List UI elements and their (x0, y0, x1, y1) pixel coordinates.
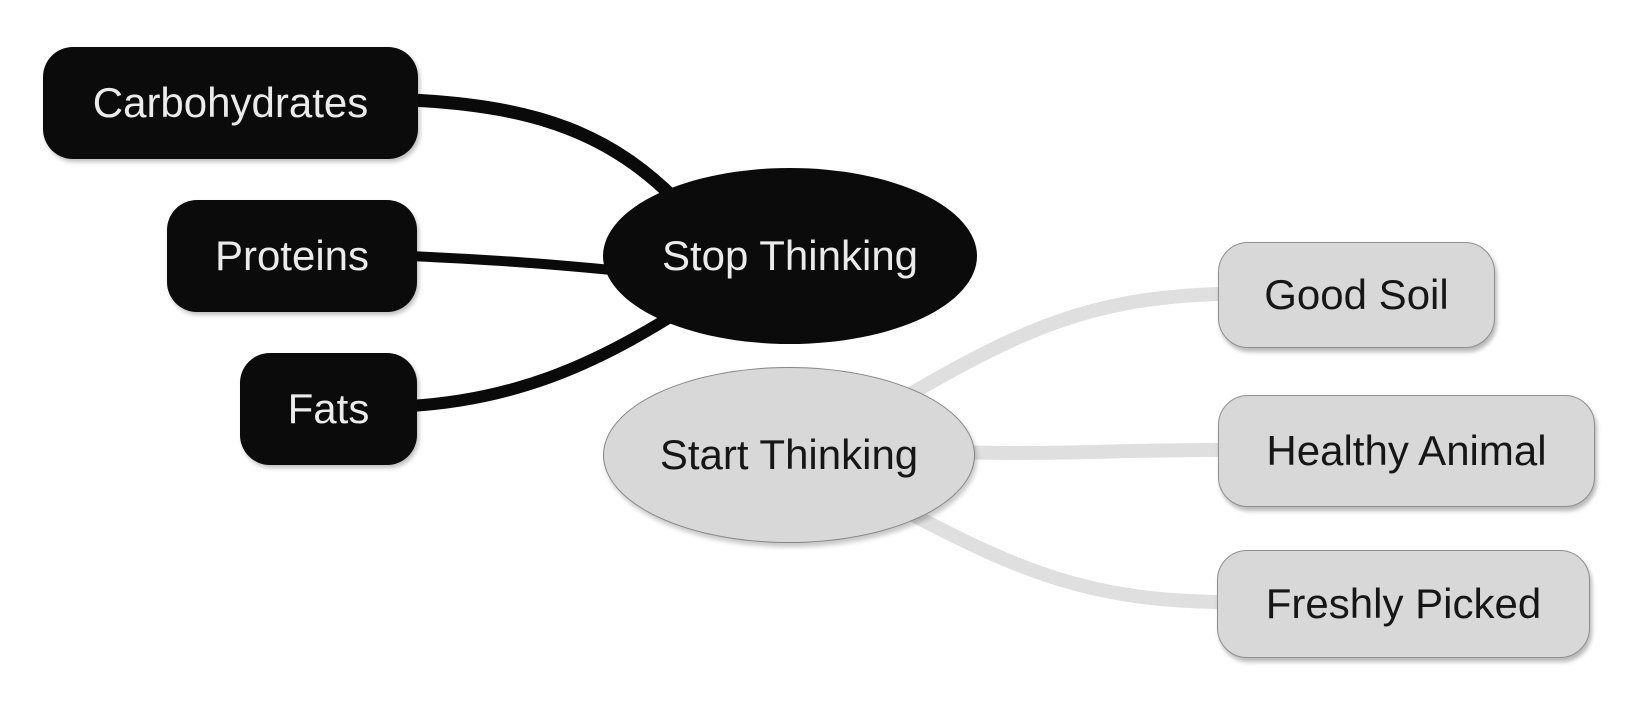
node-freshly-picked-label: Freshly Picked (1265, 580, 1542, 627)
node-proteins[interactable]: Proteins (167, 200, 417, 312)
node-proteins-label: Proteins (214, 232, 370, 279)
node-fats-label: Fats (287, 385, 370, 432)
node-carbohydrates[interactable]: Carbohydrates (43, 47, 418, 159)
node-start-thinking-label: Start Thinking (659, 431, 919, 478)
node-freshly-picked[interactable]: Freshly Picked (1217, 550, 1590, 658)
connector-start-thinking-healthy-animal (943, 443, 1225, 460)
connector-start-thinking-freshly-picked (893, 501, 1225, 609)
connector-proteins-stop-thinking (405, 251, 637, 277)
node-good-soil[interactable]: Good Soil (1218, 242, 1495, 348)
node-stop-thinking[interactable]: Stop Thinking (603, 168, 977, 344)
node-start-thinking[interactable]: Start Thinking (603, 367, 975, 543)
connector-carbohydrates-stop-thinking (403, 93, 683, 207)
connector-fats-stop-thinking (404, 306, 684, 412)
node-carbohydrates-label: Carbohydrates (92, 79, 369, 126)
node-healthy-animal[interactable]: Healthy Animal (1218, 395, 1595, 507)
connector-start-thinking-good-soil (893, 287, 1225, 407)
node-fats[interactable]: Fats (240, 353, 417, 465)
node-stop-thinking-label: Stop Thinking (661, 232, 919, 279)
node-good-soil-label: Good Soil (1264, 271, 1449, 318)
node-healthy-animal-label: Healthy Animal (1266, 427, 1547, 474)
